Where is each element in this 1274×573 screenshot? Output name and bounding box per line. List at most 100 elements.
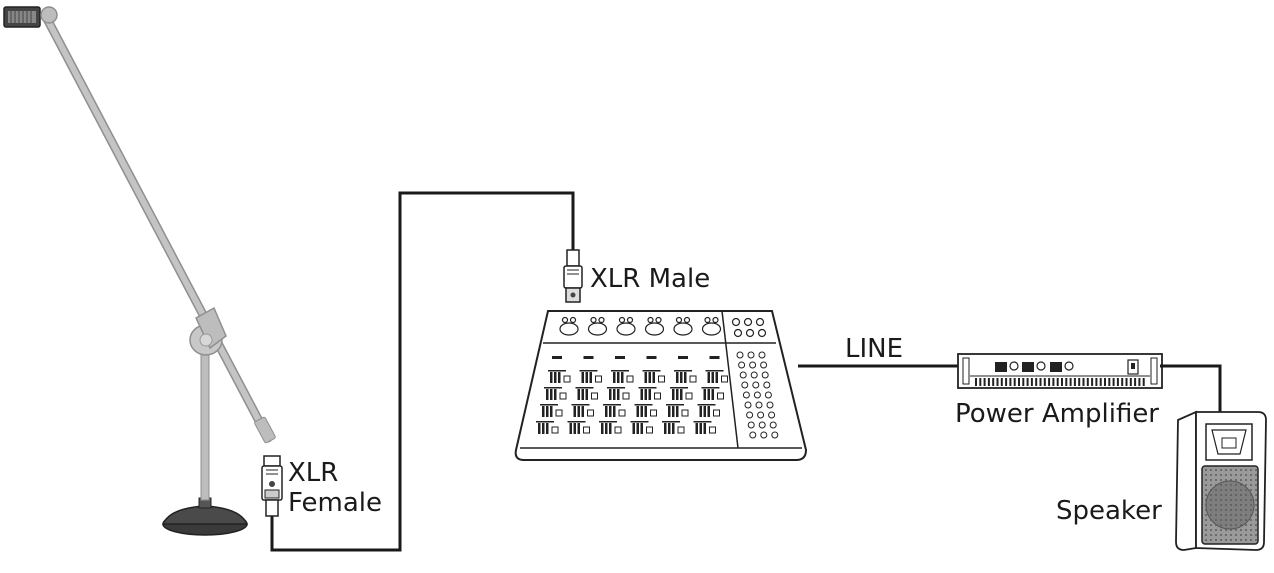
amp-vent bbox=[1116, 378, 1119, 386]
grille-dot bbox=[1255, 469, 1257, 471]
channel-label-strip bbox=[583, 356, 594, 359]
master-knob bbox=[747, 351, 755, 359]
amp-vent bbox=[1099, 378, 1102, 386]
line-label: LINE bbox=[845, 334, 904, 364]
xlr-female-label-line1: XLR bbox=[288, 458, 339, 488]
grille-dot bbox=[1255, 524, 1257, 526]
grille-dot bbox=[1225, 479, 1227, 481]
grille-dot bbox=[1220, 524, 1222, 526]
amp-vent bbox=[1091, 378, 1094, 386]
grille-dot bbox=[1215, 499, 1217, 501]
grille-dot bbox=[1240, 479, 1242, 481]
mixer-knob bbox=[745, 328, 755, 338]
fader-bar bbox=[644, 372, 647, 383]
grille-dot bbox=[1205, 509, 1207, 511]
grille-dot bbox=[1230, 469, 1232, 471]
channel-button bbox=[709, 426, 716, 434]
fader-bar bbox=[703, 406, 706, 417]
grille-dot bbox=[1230, 504, 1232, 506]
mixer-knob bbox=[616, 322, 636, 336]
master-knob bbox=[760, 361, 768, 369]
mixer-led bbox=[704, 316, 711, 324]
grille-dot bbox=[1205, 524, 1207, 526]
grille-dot bbox=[1240, 539, 1242, 541]
master-knob bbox=[747, 421, 755, 429]
mixer-led bbox=[598, 316, 605, 324]
mixer-led bbox=[647, 316, 654, 324]
grille-dot bbox=[1225, 499, 1227, 501]
grille-dot bbox=[1230, 494, 1232, 496]
grille-dot bbox=[1245, 479, 1247, 481]
grille-dot bbox=[1225, 534, 1227, 536]
amp-vent bbox=[1048, 378, 1051, 386]
fader-line bbox=[697, 404, 716, 406]
fader-bar bbox=[676, 406, 679, 417]
grille-dot bbox=[1210, 539, 1212, 541]
grille-dot bbox=[1210, 494, 1212, 496]
grille-dot bbox=[1235, 474, 1237, 476]
amp-vent bbox=[983, 378, 986, 386]
fader-bar bbox=[558, 372, 561, 383]
grille-dot bbox=[1210, 474, 1212, 476]
grille-dot bbox=[1245, 484, 1247, 486]
fader-bar bbox=[581, 389, 584, 400]
grille-dot bbox=[1220, 469, 1222, 471]
grille-dot bbox=[1240, 509, 1242, 511]
channel-button bbox=[658, 375, 665, 383]
fader-bar bbox=[648, 372, 651, 383]
grille-dot bbox=[1245, 514, 1247, 516]
xlr-male-label: XLR Male bbox=[590, 264, 711, 294]
fader-bar bbox=[703, 423, 706, 434]
amp-vent bbox=[979, 378, 982, 386]
grille-dot bbox=[1235, 519, 1237, 521]
grille-dot bbox=[1225, 514, 1227, 516]
master-knob bbox=[758, 351, 766, 359]
mixer-knob bbox=[743, 317, 753, 327]
grille-dot bbox=[1220, 534, 1222, 536]
grille-dot bbox=[1230, 539, 1232, 541]
grille-dot bbox=[1205, 484, 1207, 486]
grille-dot bbox=[1230, 514, 1232, 516]
fader-bar bbox=[542, 406, 545, 417]
master-knob bbox=[741, 381, 749, 389]
grille-dot bbox=[1220, 519, 1222, 521]
fader-bar bbox=[609, 423, 612, 434]
mixer-knob bbox=[755, 317, 765, 327]
grille-dot bbox=[1240, 489, 1242, 491]
amp-vent bbox=[1121, 378, 1124, 386]
mixer-knob bbox=[757, 328, 767, 338]
fader-bar bbox=[581, 406, 584, 417]
grille-dot bbox=[1215, 539, 1217, 541]
fader-line bbox=[575, 387, 594, 389]
grille-dot bbox=[1225, 469, 1227, 471]
amp-vent bbox=[996, 378, 999, 386]
grille-dot bbox=[1210, 524, 1212, 526]
mixer-console-icon bbox=[514, 310, 808, 461]
channel-button bbox=[555, 409, 563, 417]
fader-bar bbox=[550, 406, 553, 417]
grille-dot bbox=[1225, 509, 1227, 511]
amp-vent bbox=[1078, 378, 1081, 386]
grille-dot bbox=[1215, 489, 1217, 491]
amp-vent bbox=[1104, 378, 1106, 386]
grille-dot bbox=[1215, 479, 1217, 481]
speaker-label: Speaker bbox=[1056, 496, 1162, 526]
fader-bar bbox=[699, 423, 702, 434]
fader-bar bbox=[542, 423, 545, 434]
grille-dot bbox=[1230, 479, 1232, 481]
fader-bar bbox=[581, 372, 584, 383]
fader-bar bbox=[703, 389, 706, 400]
fader-bar bbox=[636, 406, 639, 417]
xlr-female-connector-icon bbox=[261, 455, 283, 517]
amp-vent bbox=[1138, 378, 1141, 386]
grille-dot bbox=[1235, 504, 1237, 506]
grille-dot bbox=[1245, 504, 1247, 506]
fader-bar bbox=[648, 389, 651, 400]
grille-dot bbox=[1240, 504, 1242, 506]
grille-dot bbox=[1205, 519, 1207, 521]
grille-dot bbox=[1235, 524, 1237, 526]
fader-bar bbox=[554, 389, 557, 400]
grille-dot bbox=[1210, 509, 1212, 511]
amp-vent bbox=[992, 378, 995, 386]
amp-vent bbox=[1112, 378, 1115, 386]
